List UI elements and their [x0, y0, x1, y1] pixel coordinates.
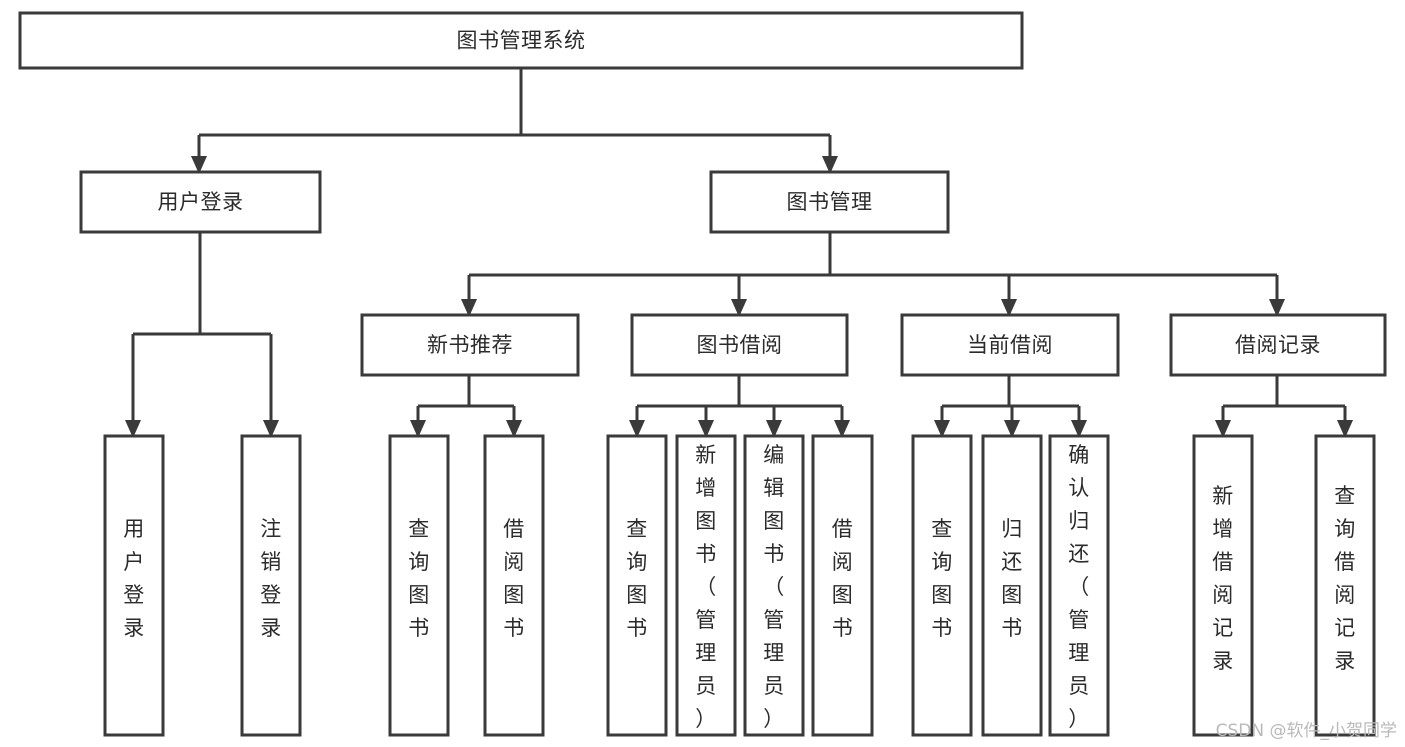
node-box-leaf-logout-login — [240, 434, 302, 737]
arrow-head-icon — [263, 420, 279, 438]
node-box-leaf-borrow-book-recommend — [483, 434, 545, 737]
node-box-leaf-edit-book-admin — [743, 434, 805, 737]
node-box-book-manage — [709, 170, 950, 234]
node-label-current-borrow: 当前借阅 — [967, 333, 1053, 357]
arrow-head-icon — [1004, 420, 1020, 438]
node-box-leaf-add-book-admin — [675, 434, 737, 737]
node-box-user-login — [79, 170, 322, 234]
arrow-head-icon — [698, 420, 714, 438]
node-leaf-query-book-recommend[interactable]: 查询图书 — [388, 434, 450, 737]
node-box-borrow-record — [1169, 313, 1387, 377]
node-leaf-edit-book-admin[interactable]: 编辑图书（管理员） — [743, 434, 805, 737]
nodes-layer: 图书管理系统用户登录图书管理新书推荐图书借阅当前借阅借阅记录用户登录注销登录查询… — [18, 11, 1387, 737]
node-box-leaf-query-borrow-record — [1314, 434, 1376, 737]
arrow-head-icon — [834, 420, 850, 438]
arrow-head-icon — [1215, 420, 1231, 438]
node-label-user-login: 用户登录 — [158, 190, 244, 214]
node-box-current-borrow — [900, 313, 1120, 377]
arrow-head-icon — [125, 420, 141, 438]
node-leaf-return-book[interactable]: 归还图书 — [981, 434, 1043, 737]
node-leaf-confirm-return-admin[interactable]: 确认归还（管理员） — [1048, 434, 1110, 737]
node-label-book-borrow: 图书借阅 — [697, 333, 783, 357]
node-leaf-add-borrow-record[interactable]: 新增借阅记录 — [1192, 434, 1254, 737]
node-label-leaf-logout-login: 注销登录 — [260, 517, 282, 640]
node-box-leaf-add-borrow-record — [1192, 434, 1254, 737]
node-user-login[interactable]: 用户登录 — [79, 170, 322, 234]
arrow-heads-layer — [125, 156, 1353, 438]
node-box-leaf-confirm-return-admin — [1048, 434, 1110, 737]
arrow-head-icon — [629, 420, 645, 438]
arrow-head-icon — [506, 420, 522, 438]
node-root[interactable]: 图书管理系统 — [18, 11, 1024, 70]
node-label-leaf-query-borrow-record: 查询借阅记录 — [1334, 484, 1356, 673]
node-borrow-record[interactable]: 借阅记录 — [1169, 313, 1387, 377]
node-box-book-borrow — [630, 313, 849, 377]
node-leaf-borrow-book-recommend[interactable]: 借阅图书 — [483, 434, 545, 737]
node-box-leaf-query-book-current — [911, 434, 973, 737]
node-leaf-add-book-admin[interactable]: 新增图书（管理员） — [675, 434, 737, 737]
node-label-book-manage: 图书管理 — [787, 190, 873, 214]
node-box-leaf-return-book — [981, 434, 1043, 737]
arrow-head-icon — [1071, 420, 1087, 438]
node-label-leaf-add-borrow-record: 新增借阅记录 — [1212, 484, 1234, 673]
arrow-head-icon — [1269, 299, 1285, 317]
node-label-leaf-add-book-admin: 新增图书（管理员） — [695, 443, 717, 731]
node-box-leaf-user-login — [103, 434, 165, 737]
node-label-leaf-query-book-current: 查询图书 — [931, 517, 953, 640]
node-label-leaf-borrow-book: 借阅图书 — [832, 517, 854, 640]
node-book-manage[interactable]: 图书管理 — [709, 170, 950, 234]
arrow-head-icon — [934, 420, 950, 438]
node-box-leaf-query-book-recommend — [388, 434, 450, 737]
arrow-head-icon — [461, 299, 477, 317]
node-new-book-recommend[interactable]: 新书推荐 — [360, 313, 580, 377]
node-label-borrow-record: 借阅记录 — [1235, 333, 1321, 357]
node-box-leaf-query-book-borrow — [606, 434, 668, 737]
node-label-leaf-edit-book-admin: 编辑图书（管理员） — [763, 443, 785, 731]
node-box-new-book-recommend — [360, 313, 580, 377]
node-book-borrow[interactable]: 图书借阅 — [630, 313, 849, 377]
node-label-leaf-return-book: 归还图书 — [1001, 517, 1023, 640]
node-label-leaf-confirm-return-admin: 确认归还（管理员） — [1068, 443, 1090, 731]
node-leaf-query-book-current[interactable]: 查询图书 — [911, 434, 973, 737]
node-box-leaf-borrow-book — [811, 434, 874, 737]
arrow-head-icon — [1001, 299, 1017, 317]
node-leaf-borrow-book[interactable]: 借阅图书 — [811, 434, 874, 737]
node-label-leaf-user-login: 用户登录 — [123, 517, 145, 640]
node-leaf-user-login[interactable]: 用户登录 — [103, 434, 165, 737]
node-current-borrow[interactable]: 当前借阅 — [900, 313, 1120, 377]
node-leaf-logout-login[interactable]: 注销登录 — [240, 434, 302, 737]
arrow-head-icon — [191, 156, 207, 174]
node-box-root — [18, 11, 1024, 70]
node-label-leaf-query-book-recommend: 查询图书 — [408, 517, 430, 640]
arrow-head-icon — [766, 420, 782, 438]
node-label-new-book-recommend: 新书推荐 — [427, 333, 513, 357]
node-label-leaf-borrow-book-recommend: 借阅图书 — [503, 517, 525, 640]
node-label-leaf-query-book-borrow: 查询图书 — [626, 517, 648, 640]
arrow-head-icon — [822, 156, 838, 174]
arrow-head-icon — [731, 299, 747, 317]
node-leaf-query-borrow-record[interactable]: 查询借阅记录 — [1314, 434, 1376, 737]
node-label-root: 图书管理系统 — [457, 29, 586, 53]
arrow-head-icon — [410, 420, 426, 438]
arrow-head-icon — [1337, 420, 1353, 438]
node-leaf-query-book-borrow[interactable]: 查询图书 — [606, 434, 668, 737]
